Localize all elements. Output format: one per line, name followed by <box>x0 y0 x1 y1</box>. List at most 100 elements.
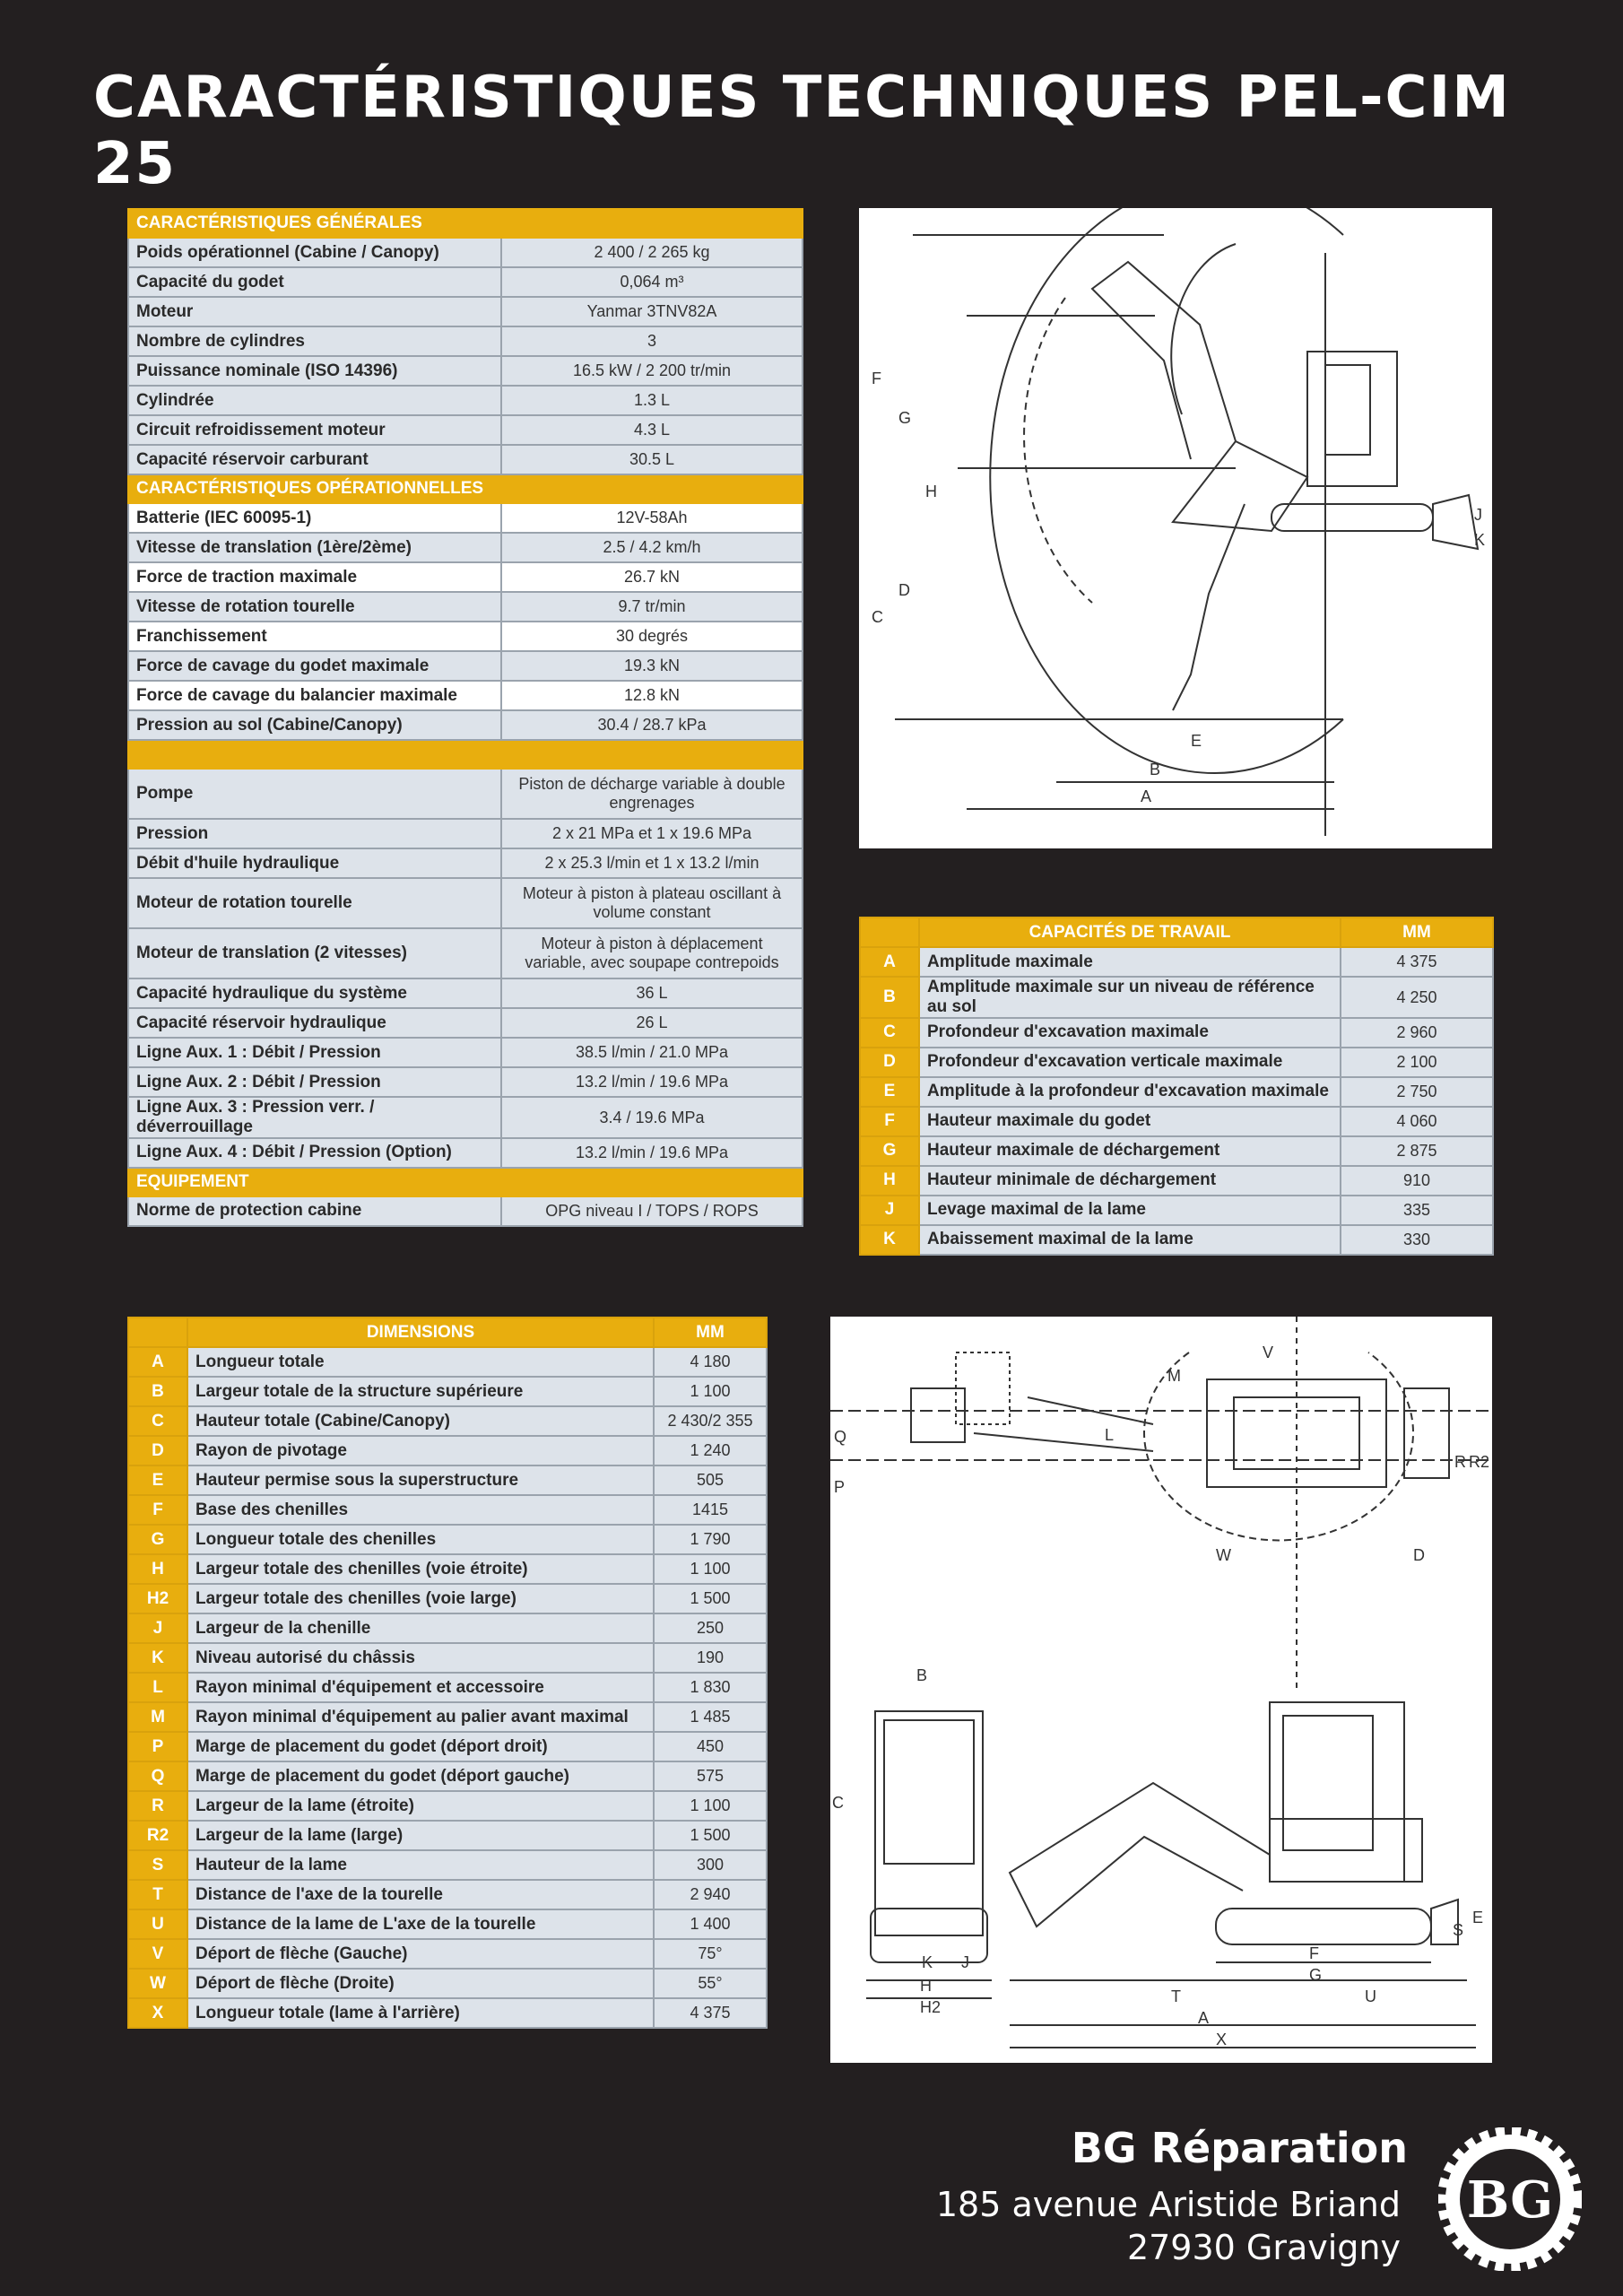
spec-value: 30 degrés <box>500 621 803 652</box>
row-value: 1 400 <box>653 1909 768 1940</box>
row-value: 4 060 <box>1340 1105 1494 1137</box>
row-value: 2 430/2 355 <box>653 1405 768 1437</box>
row-label: Levage maximal de la lame <box>918 1194 1341 1226</box>
working-range-diagram: F G H C D E B A J K <box>859 180 1492 848</box>
spec-value: 2 x 21 MPa et 1 x 19.6 MPa <box>500 818 803 849</box>
spec-value: 13.2 l/min / 19.6 MPa <box>500 1136 803 1169</box>
spec-value: 4.3 L <box>500 414 803 446</box>
page-title: CARACTÉRISTIQUES TECHNIQUES PEL-CIM 25 <box>93 65 1511 197</box>
spec-value: 36 L <box>500 978 803 1009</box>
row-key: W <box>127 1968 188 1999</box>
row-value: 910 <box>1340 1164 1494 1196</box>
dim-label: C <box>832 1794 844 1812</box>
section-title: CARACTÉRISTIQUES GÉNÉRALES <box>127 208 803 239</box>
spec-label: Moteur <box>127 296 502 327</box>
spec-value: 16.5 kW / 2 200 tr/min <box>500 355 803 387</box>
row-key: C <box>859 1016 920 1048</box>
row-label: Longueur totale (lame à l'arrière) <box>187 1997 655 2029</box>
row-label: Largeur de la lame (large) <box>187 1820 655 1851</box>
row-value: 330 <box>1340 1223 1494 1256</box>
dim-label: A <box>1141 787 1151 805</box>
row-label: Profondeur d'excavation maximale <box>918 1016 1341 1048</box>
company-name: BG Réparation <box>1071 2124 1408 2172</box>
dim-label: D <box>898 581 910 599</box>
row-key: P <box>127 1731 188 1762</box>
spec-value: 3.4 / 19.6 MPa <box>500 1096 803 1139</box>
spec-label: Pression au sol (Cabine/Canopy) <box>127 709 502 741</box>
row-key: S <box>127 1849 188 1881</box>
spec-label: Débit d'huile hydraulique <box>127 848 502 879</box>
row-value: 575 <box>653 1761 768 1792</box>
dim-label: H <box>920 1977 932 1995</box>
spec-value: 19.3 kN <box>500 650 803 682</box>
dim-label: M <box>1167 1367 1181 1385</box>
header-unit: MM <box>1340 917 1494 948</box>
row-key: H2 <box>127 1583 188 1614</box>
spec-label: Capacité du godet <box>127 266 502 298</box>
row-value: 1 830 <box>653 1672 768 1703</box>
row-label: Amplitude à la profondeur d'excavation m… <box>918 1075 1341 1108</box>
row-key: A <box>127 1346 188 1378</box>
row-value: 2 100 <box>1340 1046 1494 1078</box>
spec-value: 2 x 25.3 l/min et 1 x 13.2 l/min <box>500 848 803 879</box>
spec-value: 1.3 L <box>500 385 803 416</box>
dim-label: A <box>1198 2009 1209 2027</box>
spec-value: Moteur à piston à déplacement variable, … <box>500 927 803 979</box>
row-value: 1415 <box>653 1494 768 1526</box>
dimensions-diagram: V M L Q P W D R R2 B C K J H H2 F G T U … <box>830 1317 1492 2063</box>
section-header: CARACTÉRISTIQUES GÉNÉRALES <box>127 208 803 239</box>
dim-label: B <box>1150 761 1160 778</box>
dim-label: K <box>922 1953 933 1971</box>
spec-label: Pompe <box>127 768 502 820</box>
spec-value: 38.5 l/min / 21.0 MPa <box>500 1037 803 1068</box>
spec-value: OPG niveau I / TOPS / ROPS <box>500 1195 803 1227</box>
dim-label: E <box>1472 1909 1483 1926</box>
spec-value: Moteur à piston à plateau oscillant à vo… <box>500 877 803 929</box>
spec-label: Cylindrée <box>127 385 502 416</box>
row-label: Hauteur minimale de déchargement <box>918 1164 1341 1196</box>
row-key: G <box>859 1135 920 1167</box>
dim-label: W <box>1216 1546 1231 1564</box>
company-city: 27930 Gravigny <box>1126 2228 1401 2267</box>
spec-label: Capacité réservoir hydraulique <box>127 1007 502 1039</box>
row-value: 190 <box>653 1642 768 1674</box>
row-label: Longueur totale <box>187 1346 655 1378</box>
row-key: A <box>859 946 920 978</box>
row-key: Q <box>127 1761 188 1792</box>
row-value: 1 485 <box>653 1701 768 1733</box>
row-label: Largeur de la lame (étroite) <box>187 1790 655 1822</box>
row-label: Rayon minimal d'équipement et accessoire <box>187 1672 655 1703</box>
row-label: Largeur totale des chenilles (voie étroi… <box>187 1553 655 1585</box>
row-key: R <box>127 1790 188 1822</box>
row-value: 1 100 <box>653 1553 768 1585</box>
company-logo: BG <box>1438 2127 1582 2271</box>
spec-label: Franchissement <box>127 621 502 652</box>
spec-label: Circuit refroidissement moteur <box>127 414 502 446</box>
header-title: CAPACITÉS DE TRAVAIL <box>918 917 1341 948</box>
dim-label: Q <box>834 1428 846 1446</box>
row-key: K <box>127 1642 188 1674</box>
row-label: Marge de placement du godet (déport droi… <box>187 1731 655 1762</box>
dim-label: U <box>1365 1987 1376 2005</box>
spec-label: Force de cavage du godet maximale <box>127 650 502 682</box>
spec-value: 30.4 / 28.7 kPa <box>500 709 803 741</box>
